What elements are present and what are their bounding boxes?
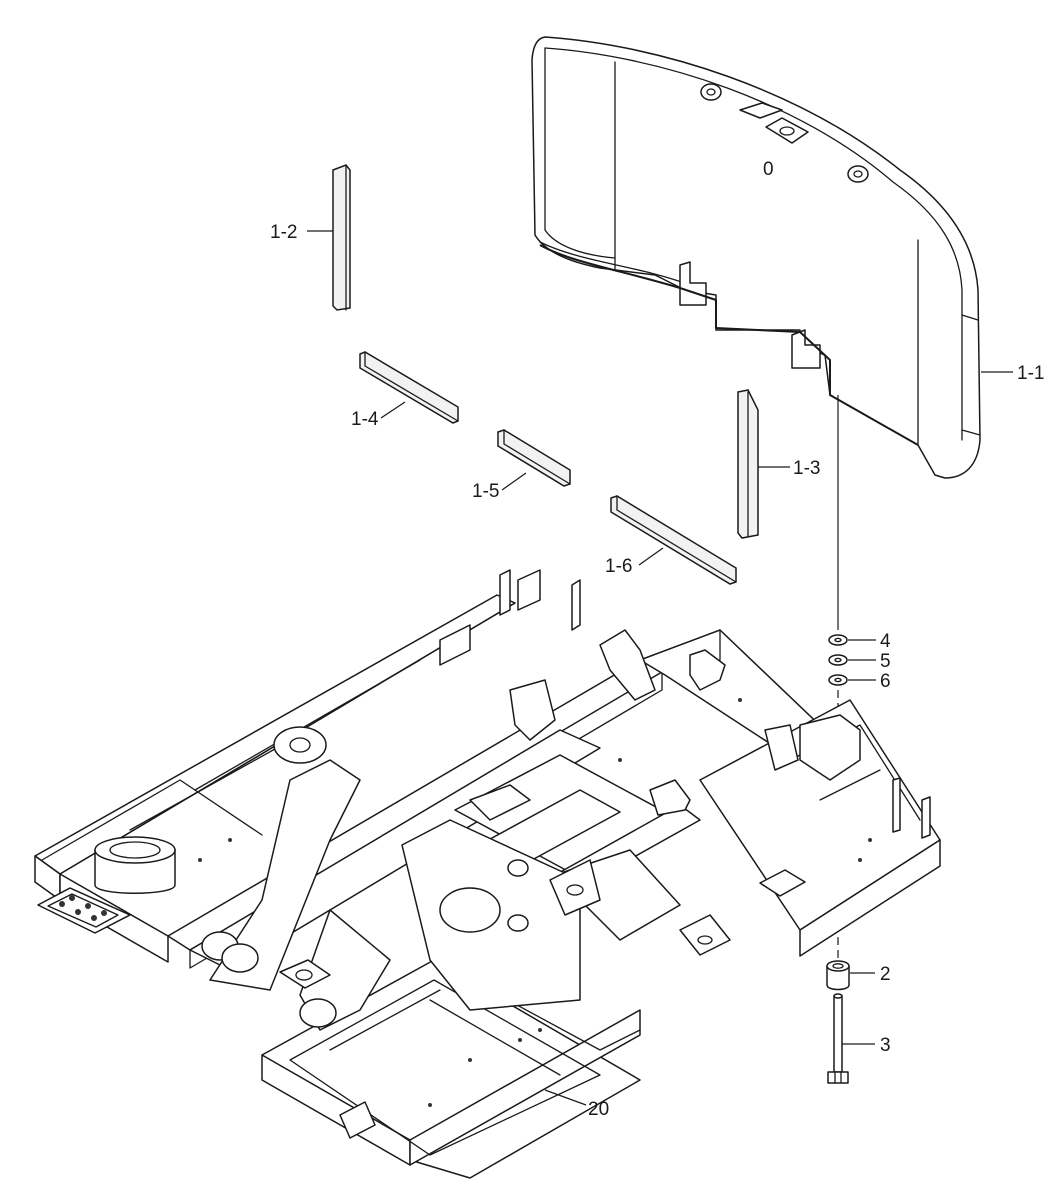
callout-4: 4 <box>880 631 891 652</box>
counterweight: 0 <box>531 36 981 479</box>
callout-5: 5 <box>880 651 891 672</box>
pad-1-5 <box>497 429 571 487</box>
counterweight-mark: 0 <box>763 159 774 180</box>
callout-2: 2 <box>880 964 891 985</box>
callout-1-6: 1-6 <box>605 556 632 577</box>
washer-4 <box>828 634 848 646</box>
upper-frame <box>34 569 941 1179</box>
pad-1-2 <box>332 164 351 311</box>
pad-1-3 <box>737 389 759 539</box>
bolt-3 <box>827 993 849 1084</box>
pad-1-6 <box>610 495 737 585</box>
callout-1-2: 1-2 <box>270 222 297 243</box>
callout-20: 20 <box>588 1099 609 1120</box>
pad-1-4 <box>359 351 459 424</box>
leader-lines <box>307 230 1013 1106</box>
callout-6: 6 <box>880 671 891 692</box>
washer-5 <box>828 654 848 666</box>
callout-1-5: 1-5 <box>472 481 499 502</box>
callout-1-1: 1-1 <box>1017 363 1044 384</box>
callout-3: 3 <box>880 1035 891 1056</box>
washer-6 <box>828 674 848 686</box>
callout-1-4: 1-4 <box>351 409 379 430</box>
callout-1-3: 1-3 <box>793 458 820 479</box>
spacer-2 <box>826 960 850 991</box>
